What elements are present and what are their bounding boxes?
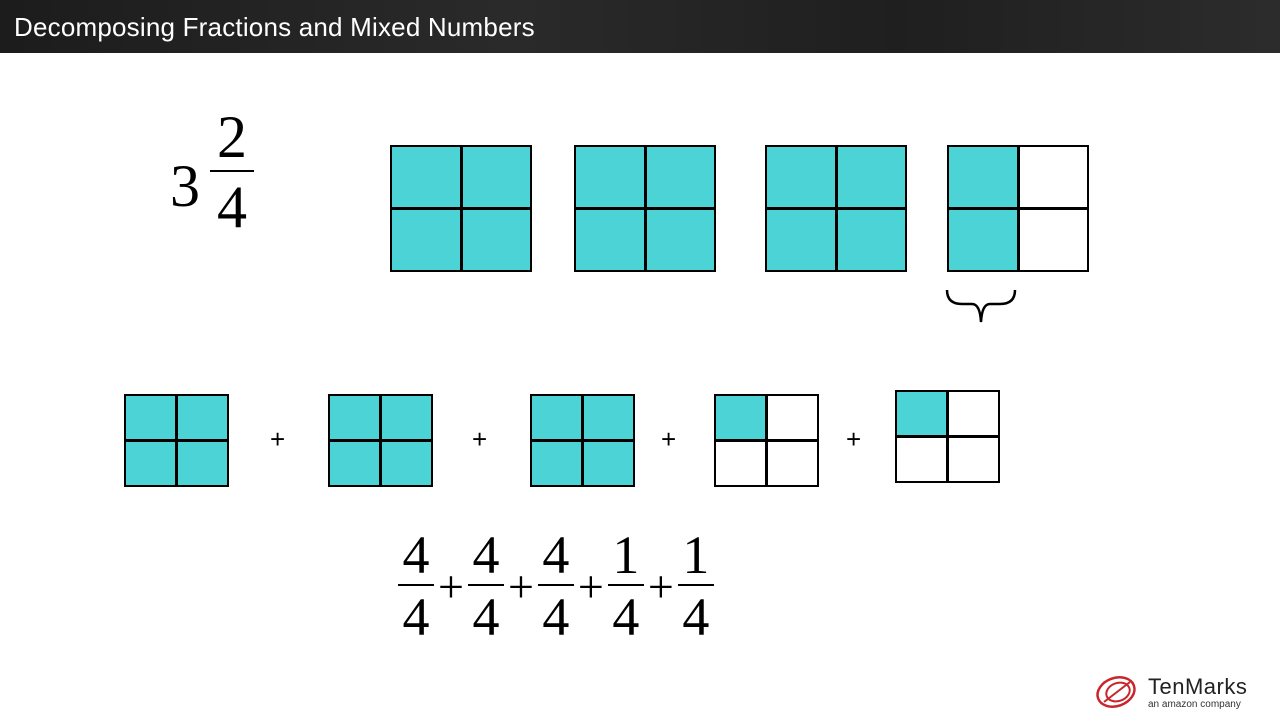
shaded-part xyxy=(949,147,1017,207)
shaded-part xyxy=(462,147,530,207)
part-model xyxy=(895,390,1000,483)
fraction-bar xyxy=(537,584,574,586)
plus-sign: + xyxy=(472,424,488,454)
shaded-part xyxy=(532,396,581,439)
denominator: 4 xyxy=(682,587,710,647)
shaded-part xyxy=(646,210,714,270)
shaded-part xyxy=(897,392,946,435)
numerator: 4 xyxy=(402,525,430,585)
shaded-part xyxy=(716,396,765,439)
plus-operator: + xyxy=(507,560,534,612)
unshaded-part xyxy=(897,438,946,481)
part-model xyxy=(714,394,819,487)
shaded-part xyxy=(584,396,633,439)
shaded-part xyxy=(382,442,431,485)
shaded-part xyxy=(576,210,644,270)
unshaded-part xyxy=(768,442,817,485)
denominator: 4 xyxy=(542,587,570,647)
shaded-part xyxy=(646,147,714,207)
shaded-part xyxy=(949,210,1017,270)
denominator: 4 xyxy=(402,587,430,647)
shaded-part xyxy=(462,210,530,270)
denominator: 4 xyxy=(612,587,640,647)
lesson-title: Decomposing Fractions and Mixed Numbers xyxy=(14,12,535,42)
plus-operator: + xyxy=(438,560,464,612)
fraction-bar xyxy=(467,584,504,586)
shaded-part xyxy=(126,442,175,485)
shaded-part xyxy=(837,210,905,270)
plus-operator: + xyxy=(647,560,674,612)
shaded-part xyxy=(584,442,633,485)
brace-icon xyxy=(945,289,1017,323)
fraction-bar xyxy=(398,584,434,586)
shaded-part xyxy=(837,147,905,207)
unshaded-part xyxy=(1019,210,1087,270)
part-model xyxy=(328,394,433,487)
part-model xyxy=(124,394,229,487)
shaded-part xyxy=(767,147,835,207)
mixed-number: 3 2 4 xyxy=(170,104,270,268)
plus-sign: + xyxy=(846,424,862,454)
unshaded-part xyxy=(1019,147,1087,207)
shaded-part xyxy=(330,396,379,439)
unshaded-part xyxy=(949,438,998,481)
numerator: 4 xyxy=(472,525,500,585)
numerator: 4 xyxy=(542,525,570,585)
whole-model xyxy=(390,145,532,272)
shaded-part xyxy=(330,442,379,485)
unshaded-part xyxy=(768,396,817,439)
shaded-part xyxy=(767,210,835,270)
fraction-bar xyxy=(607,584,644,586)
mixed-whole: 3 xyxy=(170,153,200,219)
denominator: 4 xyxy=(472,587,500,647)
shaded-part xyxy=(532,442,581,485)
tenmarks-logo-icon xyxy=(1096,676,1136,708)
shaded-part xyxy=(392,147,460,207)
unshaded-part xyxy=(716,442,765,485)
mixed-denominator: 4 xyxy=(217,174,247,240)
unshaded-part xyxy=(949,392,998,435)
plus-sign: + xyxy=(661,424,677,454)
plus-operator: + xyxy=(577,560,604,612)
whole-model xyxy=(765,145,907,272)
shaded-part xyxy=(178,442,227,485)
whole-model xyxy=(947,145,1089,272)
shaded-part xyxy=(392,210,460,270)
shaded-part xyxy=(126,396,175,439)
title-bar: Decomposing Fractions and Mixed Numbers xyxy=(0,0,1280,53)
logo-name: TenMarks xyxy=(1148,674,1248,699)
shaded-part xyxy=(576,147,644,207)
numerator: 1 xyxy=(682,525,710,585)
numerator: 1 xyxy=(612,525,640,585)
shaded-part xyxy=(382,396,431,439)
part-model xyxy=(530,394,635,487)
logo-tagline: an amazon company xyxy=(1148,699,1241,710)
fraction-bar xyxy=(210,170,254,172)
fraction-bar xyxy=(677,584,714,586)
mixed-numerator: 2 xyxy=(217,104,247,170)
tenmarks-logo: TenMarks an amazon company xyxy=(1094,672,1270,714)
plus-sign: + xyxy=(270,424,286,454)
mixed-fraction: 2 4 xyxy=(210,104,254,240)
shaded-part xyxy=(178,396,227,439)
whole-model xyxy=(574,145,716,272)
